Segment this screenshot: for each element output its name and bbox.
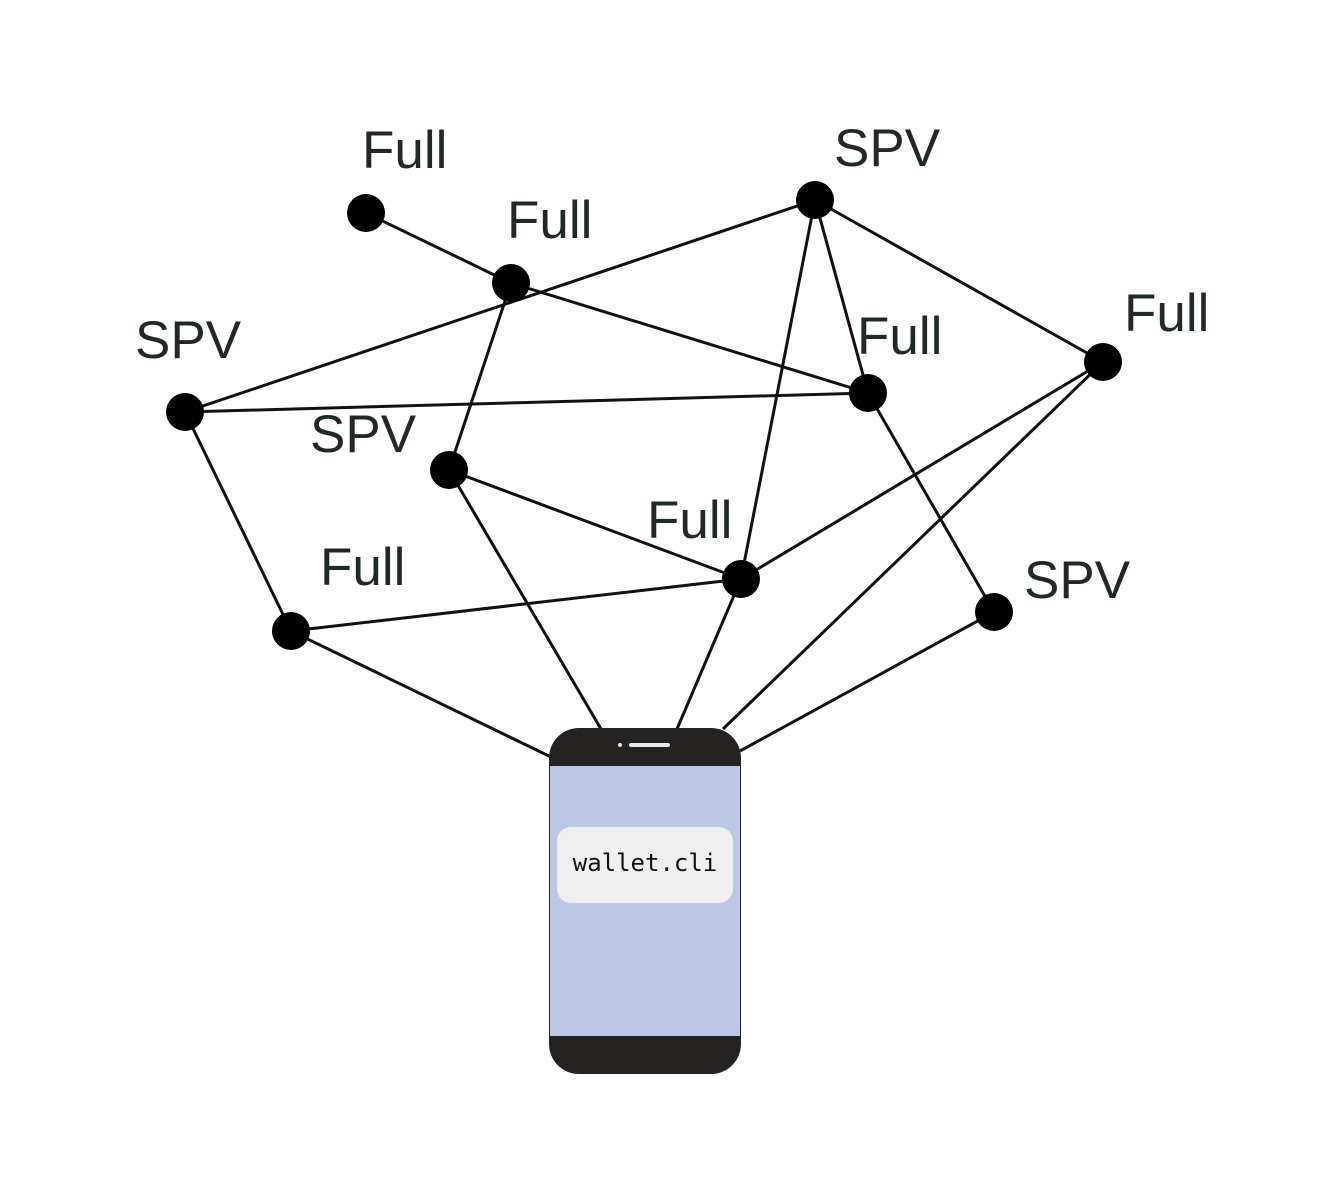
nodes-layer [166, 181, 1122, 650]
edge-n6-n10 [866, 392, 996, 613]
edge-n4-n3 [184, 198, 816, 414]
edges-layer [183, 198, 1105, 759]
edge-n3-n6 [813, 199, 870, 394]
node-full-6[interactable] [849, 374, 887, 412]
node-label-8: Full [647, 491, 732, 550]
node-spv-10[interactable] [975, 593, 1013, 631]
node-label-6: Full [857, 307, 942, 366]
edge-n7-phone [447, 469, 603, 730]
node-full-2[interactable] [492, 264, 530, 302]
node-label-9: Full [320, 538, 405, 597]
node-label-5: Full [1124, 284, 1209, 343]
edge-n8-phone [675, 578, 743, 730]
node-label-1: Full [362, 121, 447, 180]
node-full-9[interactable] [272, 612, 310, 650]
edge-n1-n2 [365, 211, 512, 285]
node-spv-3[interactable] [796, 181, 834, 219]
node-full-1[interactable] [347, 194, 385, 232]
phone-camera-dot [618, 743, 622, 747]
wallet-app-box[interactable] [557, 827, 733, 903]
node-full-8[interactable] [722, 560, 760, 598]
wallet-app-label: wallet.cli [573, 849, 718, 877]
edge-n8-n5 [740, 360, 1104, 581]
edge-n2-n6 [510, 281, 869, 395]
edge-n9-phone [290, 629, 552, 759]
phone: wallet.cli [549, 728, 741, 1074]
edge-n4-n9 [183, 411, 293, 632]
edge-n2-n7 [447, 282, 513, 471]
phone-speaker [629, 743, 670, 747]
node-label-4: SPV [135, 311, 242, 370]
node-label-10: SPV [1024, 551, 1131, 610]
node-spv-4[interactable] [166, 393, 204, 431]
edge-n5-phone [721, 360, 1105, 731]
node-label-7: SPV [310, 405, 417, 464]
edge-n4-n6 [184, 391, 869, 414]
edge-n3-n5 [814, 198, 1104, 364]
edge-n3-n8 [739, 199, 817, 580]
edge-n10-phone [739, 610, 995, 753]
node-label-2: Full [507, 191, 592, 250]
edge-n7-n8 [448, 468, 742, 581]
node-spv-7[interactable] [430, 451, 468, 489]
node-full-5[interactable] [1084, 343, 1122, 381]
edge-n8-n9 [290, 577, 742, 633]
node-label-3: SPV [834, 119, 941, 178]
